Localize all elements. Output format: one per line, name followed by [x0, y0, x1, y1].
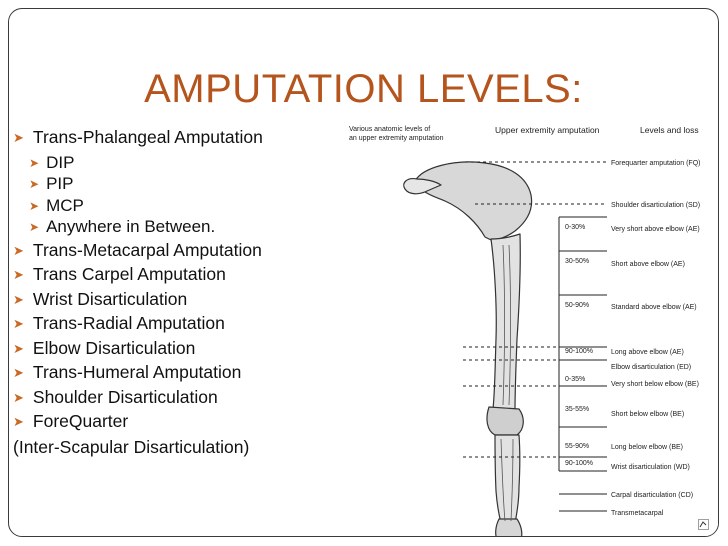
bullet-item: ➤Trans Carpel Amputation — [13, 264, 226, 284]
level-label: Wrist disarticulation (WD) — [611, 464, 690, 471]
bullet-item: ➤Trans-Phalangeal Amputation — [13, 127, 263, 147]
bullet-arrow-icon: ➤ — [29, 220, 40, 234]
bullet-arrow-icon: ➤ — [13, 130, 24, 145]
level-dashed-lines — [463, 161, 607, 458]
percent-label: 35-55% — [565, 406, 589, 413]
bullet-text-area: ➤Trans-Phalangeal Amputation ➤DIP ➤PIP ➤… — [9, 119, 342, 536]
level-label: Shoulder disarticulation (SD) — [611, 202, 700, 209]
level-labels: Forequarter amputation (FQ) Shoulder dis… — [611, 160, 700, 517]
bullet-arrow-icon: ➤ — [13, 390, 24, 405]
arm-bone-lines — [500, 244, 514, 522]
bullet-arrow-icon: ➤ — [13, 341, 24, 356]
bullet-arrow-icon: ➤ — [13, 267, 24, 282]
bullet-arrow-icon: ➤ — [29, 156, 40, 170]
level-label: Short above elbow (AE) — [611, 261, 685, 268]
bullet-item: ➤Wrist Disarticulation — [13, 289, 188, 309]
figure-header-right: Levels and loss — [640, 125, 699, 135]
slide-frame: AMPUTATION LEVELS: ➤Trans-Phalangeal Amp… — [8, 8, 719, 537]
bullet-arrow-icon: ➤ — [13, 316, 24, 331]
bullet-item: ➤Shoulder Disarticulation — [13, 387, 218, 407]
figure-caption-line-2: an upper extremity amputation — [349, 135, 444, 142]
bullet-item: ➤Trans-Metacarpal Amputation — [13, 240, 262, 260]
bullet-arrow-icon: ➤ — [29, 199, 40, 213]
amputation-levels-figure: Various anatomic levels of an upper extr… — [345, 119, 718, 536]
continuation-text: (Inter-Scapular Disarticulation) — [13, 437, 250, 457]
level-label: Carpal disarticulation (CD) — [611, 492, 693, 499]
figure-header-center: Upper extremity amputation — [495, 125, 600, 135]
bullet-arrow-icon: ➤ — [29, 177, 40, 191]
percent-label: 55-90% — [565, 443, 589, 450]
percent-label: 30-50% — [565, 258, 589, 265]
slide-title: AMPUTATION LEVELS: — [144, 67, 583, 111]
level-label: Short below elbow (BE) — [611, 411, 684, 418]
figure-svg: Various anatomic levels of an upper extr… — [349, 125, 700, 536]
level-solid-lines — [558, 216, 607, 512]
sub-bullet-item: ➤MCP — [29, 196, 84, 215]
bullet-arrow-icon: ➤ — [13, 243, 24, 258]
level-label: Standard above elbow (AE) — [611, 304, 697, 311]
percent-label: 90-100% — [565, 348, 593, 355]
level-label: Forequarter amputation (FQ) — [611, 160, 700, 167]
notes-corner-icon — [698, 519, 709, 530]
level-label: Long below elbow (BE) — [611, 444, 683, 451]
bullet-item: ➤Trans-Radial Amputation — [13, 313, 225, 333]
level-label: Transmetacarpal — [611, 510, 664, 517]
bullet-item: ➤ForeQuarter — [13, 411, 129, 431]
bullet-arrow-icon: ➤ — [13, 365, 24, 380]
level-label: Very short below elbow (BE) — [611, 381, 699, 388]
percent-label: 0-35% — [565, 376, 585, 383]
percent-labels: 0-30% 30-50% 50-90% 90-100% 0-35% 35-55%… — [565, 224, 593, 467]
sub-bullet-item: ➤Anywhere in Between. — [29, 217, 216, 236]
level-label: Long above elbow (AE) — [611, 349, 684, 356]
bullet-item: ➤Elbow Disarticulation — [13, 338, 196, 358]
level-label: Elbow disarticulation (ED) — [611, 364, 691, 371]
bullet-arrow-icon: ➤ — [13, 292, 24, 307]
percent-label: 0-30% — [565, 224, 585, 231]
bullet-arrow-icon: ➤ — [13, 414, 24, 429]
sub-bullet-item: ➤DIP — [29, 153, 75, 172]
percent-label: 50-90% — [565, 302, 589, 309]
figure-caption-line-1: Various anatomic levels of — [349, 126, 430, 133]
sub-bullet-item: ➤PIP — [29, 174, 74, 193]
bullet-item: ➤Trans-Humeral Amputation — [13, 362, 242, 382]
percent-label: 90-100% — [565, 460, 593, 467]
level-label: Very short above elbow (AE) — [611, 226, 700, 233]
